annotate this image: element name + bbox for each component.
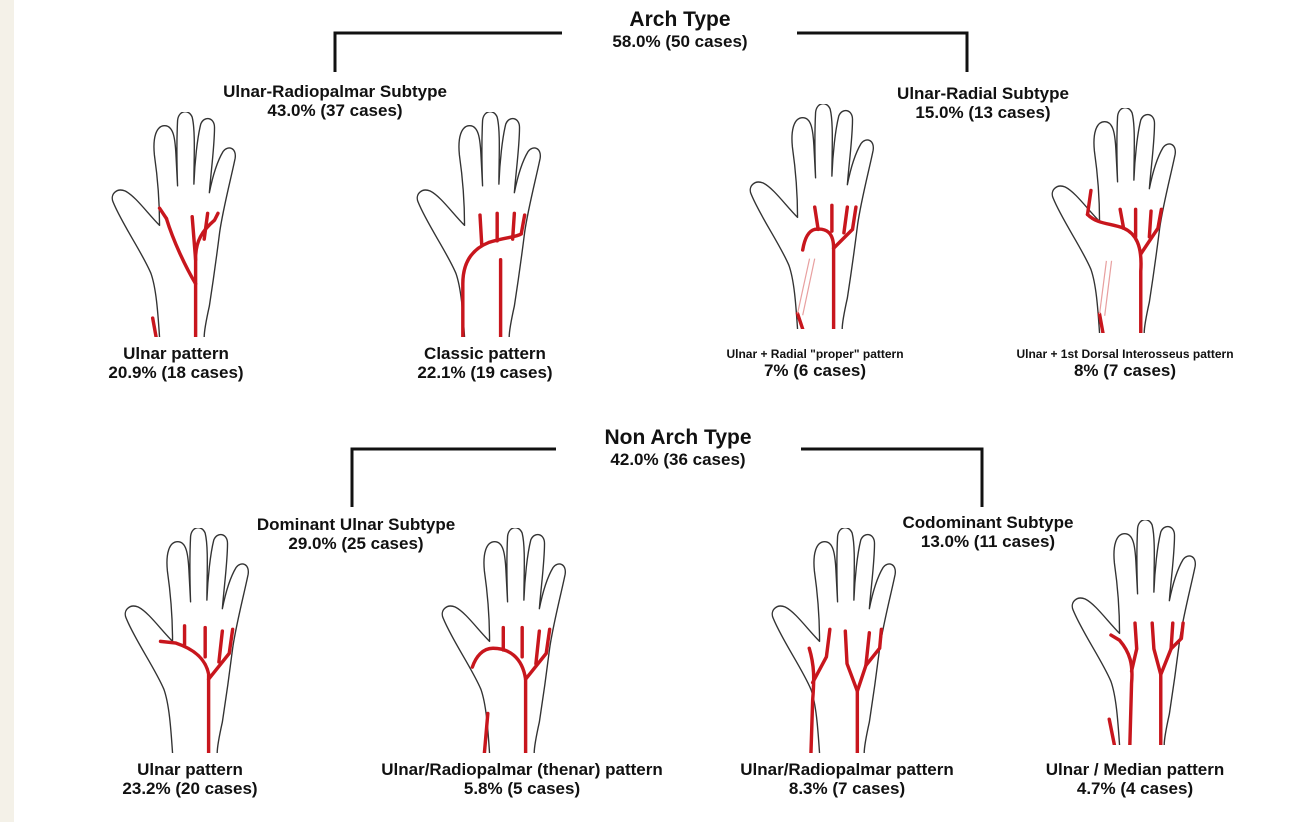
pattern-stat: 5.8% (5 cases) bbox=[381, 779, 663, 798]
pattern-ulnar-median: Ulnar / Median pattern 4.7% (4 cases) bbox=[1046, 760, 1225, 798]
nonarch-type-stat: 42.0% (36 cases) bbox=[604, 450, 751, 469]
arch-bracket-left bbox=[335, 33, 562, 72]
nonarch-bracket-left bbox=[352, 449, 556, 507]
subtype-title: Ulnar-Radial Subtype bbox=[897, 84, 1069, 103]
pattern-name: Ulnar / Median pattern bbox=[1046, 760, 1225, 779]
pattern-name: Ulnar pattern bbox=[108, 344, 243, 363]
pattern-stat: 4.7% (4 cases) bbox=[1046, 779, 1225, 798]
pattern-ulnar-radiopalmar-thenar: Ulnar/Radiopalmar (thenar) pattern 5.8% … bbox=[381, 760, 663, 798]
hand-ulnar-median bbox=[1050, 520, 1220, 745]
subtype-title: Codominant Subtype bbox=[903, 513, 1074, 532]
subtype-title: Dominant Ulnar Subtype bbox=[257, 515, 455, 534]
pattern-name: Classic pattern bbox=[417, 344, 552, 363]
subtype-stat: 29.0% (25 cases) bbox=[257, 534, 455, 553]
subtype-title: Ulnar-Radiopalmar Subtype bbox=[223, 82, 447, 101]
pattern-ulnar-arch: Ulnar pattern 20.9% (18 cases) bbox=[108, 344, 243, 382]
hand-ulnar-pattern-nonarch bbox=[103, 528, 273, 753]
subtype-codominant: Codominant Subtype 13.0% (11 cases) bbox=[903, 513, 1074, 551]
nonarch-type-title: Non Arch Type bbox=[604, 426, 751, 450]
pattern-stat: 22.1% (19 cases) bbox=[417, 363, 552, 382]
hand-classic-pattern bbox=[395, 112, 565, 337]
pattern-stat: 8% (7 cases) bbox=[1016, 361, 1233, 380]
arch-type-title: Arch Type bbox=[612, 8, 747, 32]
pattern-name: Ulnar/Radiopalmar (thenar) pattern bbox=[381, 760, 663, 779]
pattern-ulnar-1st-dorsal: Ulnar + 1st Dorsal Interosseus pattern 8… bbox=[1016, 348, 1233, 380]
pattern-name: Ulnar + 1st Dorsal Interosseus pattern bbox=[1016, 348, 1233, 361]
subtype-ulnar-radiopalmar: Ulnar-Radiopalmar Subtype 43.0% (37 case… bbox=[223, 82, 447, 120]
hand-ulnar-1st-dorsal bbox=[1030, 108, 1200, 333]
pattern-ulnar-radiopalmar: Ulnar/Radiopalmar pattern 8.3% (7 cases) bbox=[740, 760, 954, 798]
hand-ulnar-radiopalmar-thenar bbox=[420, 528, 590, 753]
hand-ulnar-pattern-arch bbox=[90, 112, 260, 337]
pattern-stat: 7% (6 cases) bbox=[726, 361, 903, 380]
nonarch-bracket-right bbox=[801, 449, 982, 507]
arch-type-heading: Arch Type 58.0% (50 cases) bbox=[612, 8, 747, 51]
pattern-stat: 20.9% (18 cases) bbox=[108, 363, 243, 382]
pattern-ulnar-nonarch: Ulnar pattern 23.2% (20 cases) bbox=[122, 760, 257, 798]
subtype-stat: 43.0% (37 cases) bbox=[223, 101, 447, 120]
pattern-name: Ulnar pattern bbox=[122, 760, 257, 779]
nonarch-type-heading: Non Arch Type 42.0% (36 cases) bbox=[604, 426, 751, 469]
subtype-dominant-ulnar: Dominant Ulnar Subtype 29.0% (25 cases) bbox=[257, 515, 455, 553]
subtype-ulnar-radial: Ulnar-Radial Subtype 15.0% (13 cases) bbox=[897, 84, 1069, 122]
hand-ulnar-radial-proper bbox=[728, 104, 898, 329]
subtype-stat: 13.0% (11 cases) bbox=[903, 532, 1074, 551]
arch-type-stat: 58.0% (50 cases) bbox=[612, 32, 747, 51]
arch-bracket-right bbox=[797, 33, 967, 72]
pattern-classic: Classic pattern 22.1% (19 cases) bbox=[417, 344, 552, 382]
pattern-stat: 8.3% (7 cases) bbox=[740, 779, 954, 798]
hand-ulnar-radiopalmar-codominant bbox=[750, 528, 920, 753]
pattern-stat: 23.2% (20 cases) bbox=[122, 779, 257, 798]
pattern-name: Ulnar + Radial "proper" pattern bbox=[726, 348, 903, 361]
pattern-ulnar-radial-proper: Ulnar + Radial "proper" pattern 7% (6 ca… bbox=[726, 348, 903, 380]
pattern-name: Ulnar/Radiopalmar pattern bbox=[740, 760, 954, 779]
subtype-stat: 15.0% (13 cases) bbox=[897, 103, 1069, 122]
